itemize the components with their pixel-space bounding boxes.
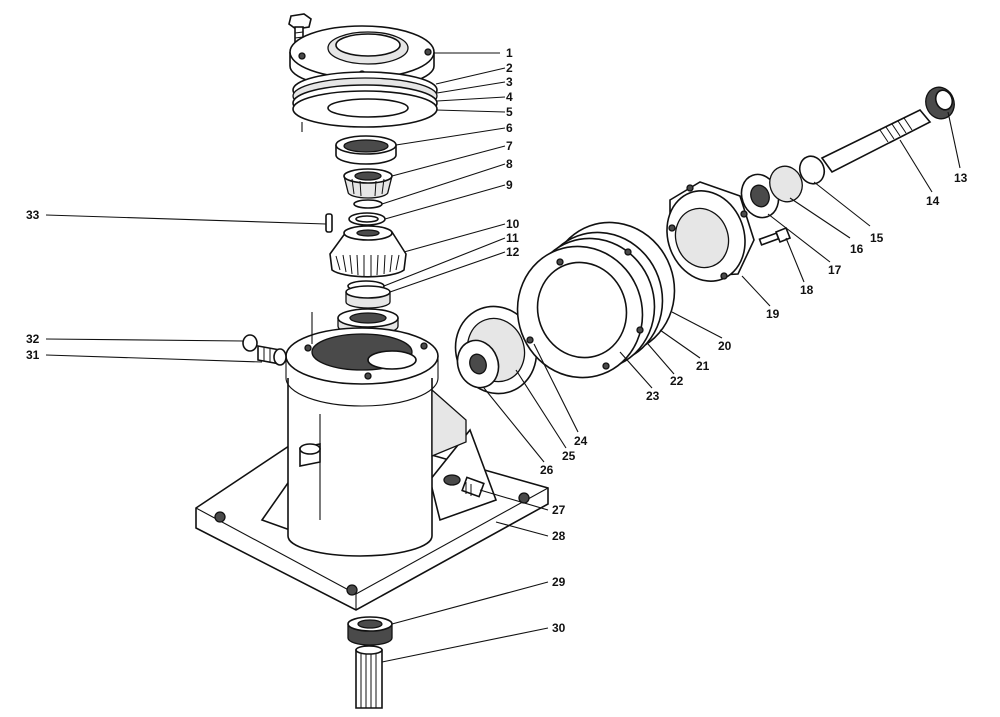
label-29: 29 xyxy=(552,575,566,589)
output-shaft xyxy=(347,616,393,709)
label-4: 4 xyxy=(506,90,513,104)
input-shaft xyxy=(820,109,932,174)
label-24: 24 xyxy=(574,434,588,448)
label-17: 17 xyxy=(828,263,842,277)
label-18: 18 xyxy=(800,283,814,297)
shaft-end-nut xyxy=(925,86,955,120)
label-19: 19 xyxy=(766,307,780,321)
taper-bearing-lower xyxy=(345,280,391,309)
label-6: 6 xyxy=(506,121,513,135)
label-7: 7 xyxy=(506,139,513,153)
bevel-pinion xyxy=(454,305,538,395)
shaft-key xyxy=(325,213,333,233)
label-3: 3 xyxy=(506,75,513,89)
label-23: 23 xyxy=(646,389,660,403)
label-28: 28 xyxy=(552,529,566,543)
label-25: 25 xyxy=(562,449,576,463)
label-21: 21 xyxy=(696,359,710,373)
housing-bolt xyxy=(758,226,792,246)
label-13: 13 xyxy=(954,171,968,185)
bearing-housing xyxy=(666,181,755,282)
label-8: 8 xyxy=(506,157,513,171)
label-1: 1 xyxy=(506,46,513,60)
label-20: 20 xyxy=(718,339,732,353)
label-31: 31 xyxy=(26,348,40,362)
label-5: 5 xyxy=(506,105,513,119)
gasket-stack xyxy=(292,71,438,132)
flange-gaskets xyxy=(516,221,676,379)
top-bolt xyxy=(288,13,312,50)
part-number-labels: 1 2 3 4 5 6 7 8 9 10 11 12 13 14 15 16 1… xyxy=(26,46,968,635)
breather-fitting xyxy=(242,334,287,366)
label-10: 10 xyxy=(506,217,520,231)
taper-bearing-upper xyxy=(343,168,393,199)
label-26: 26 xyxy=(540,463,554,477)
gearbox-housing xyxy=(195,312,549,611)
label-2: 2 xyxy=(506,61,513,75)
input-bearings xyxy=(740,155,826,219)
label-16: 16 xyxy=(850,242,864,256)
label-15: 15 xyxy=(870,231,884,245)
label-22: 22 xyxy=(670,374,684,388)
label-32: 32 xyxy=(26,332,40,346)
label-11: 11 xyxy=(506,231,519,245)
washer-upper xyxy=(353,199,383,209)
label-33: 33 xyxy=(26,208,40,222)
leader-lines xyxy=(45,52,961,663)
bevel-gear-vertical xyxy=(329,225,407,278)
label-14: 14 xyxy=(926,194,940,208)
label-27: 27 xyxy=(552,503,566,517)
label-12: 12 xyxy=(506,245,520,259)
label-30: 30 xyxy=(552,621,566,635)
label-9: 9 xyxy=(506,178,513,192)
bearing-cup xyxy=(335,135,397,165)
spacer-ring xyxy=(348,212,386,226)
